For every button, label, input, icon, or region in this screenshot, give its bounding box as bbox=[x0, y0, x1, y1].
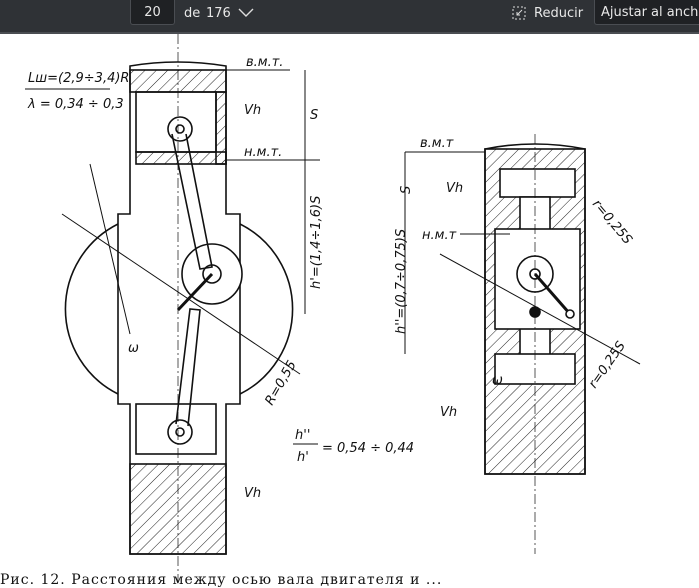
label-ratio-num: h'' bbox=[295, 428, 310, 443]
label-lsh: Lш=(2,9÷3,4)R bbox=[28, 71, 129, 86]
pdf-toolbar: de 176 Reducir Ajustar al ancho bbox=[0, 0, 699, 34]
label-stroke-left: S bbox=[310, 108, 318, 123]
label-omega-left: ω bbox=[128, 341, 139, 356]
page-number-input[interactable] bbox=[130, 0, 175, 25]
page-of-label: de bbox=[184, 5, 201, 21]
label-ratio-val: = 0,54 ÷ 0,44 bbox=[322, 441, 414, 456]
label-vh-right-top: Vh bbox=[446, 181, 463, 196]
figure-caption: Рис. 12. Расстояния между осью вала двиг… bbox=[0, 572, 443, 588]
zoom-out-button[interactable]: Reducir bbox=[512, 0, 583, 26]
chevron-down-icon bbox=[238, 8, 254, 17]
document-page: Lш=(2,9÷3,4)R λ = 0,34 ÷ 0,3 в.м.т. н.м.… bbox=[0, 34, 699, 583]
label-lambda: λ = 0,34 ÷ 0,3 bbox=[27, 97, 124, 112]
label-ratio-den: h' bbox=[297, 450, 309, 465]
zoom-out-label: Reducir bbox=[534, 5, 584, 21]
shrink-icon bbox=[512, 6, 526, 20]
page-total: 176 bbox=[206, 5, 231, 21]
label-h1: h'=(1,4÷1,6)S bbox=[309, 196, 324, 289]
label-r1: r=0,25S bbox=[589, 197, 635, 248]
next-page-button[interactable] bbox=[236, 0, 256, 26]
engine-diagram: Lш=(2,9÷3,4)R λ = 0,34 ÷ 0,3 в.м.т. н.м.… bbox=[25, 34, 641, 583]
label-vh-left-bottom: Vh bbox=[244, 486, 261, 501]
label-tdc-left: в.м.т. bbox=[246, 55, 283, 70]
label-omega-right: ω bbox=[492, 373, 503, 388]
label-bdc-right: н.м.т bbox=[422, 228, 457, 243]
label-tdc-right: в.м.т bbox=[420, 136, 454, 151]
label-stroke-right: S bbox=[399, 186, 414, 194]
label-h2: h''=(0,7÷0,75)S bbox=[394, 229, 409, 334]
label-bdc-left: н.м.т. bbox=[244, 145, 282, 160]
label-vh-right-bottom: Vh bbox=[440, 405, 457, 420]
fit-width-select[interactable]: Ajustar al ancho bbox=[594, 0, 699, 25]
label-vh-left-top: Vh bbox=[244, 103, 261, 118]
label-r2: r=0,25S bbox=[586, 339, 629, 391]
label-radius: R=0,55 bbox=[262, 358, 299, 408]
